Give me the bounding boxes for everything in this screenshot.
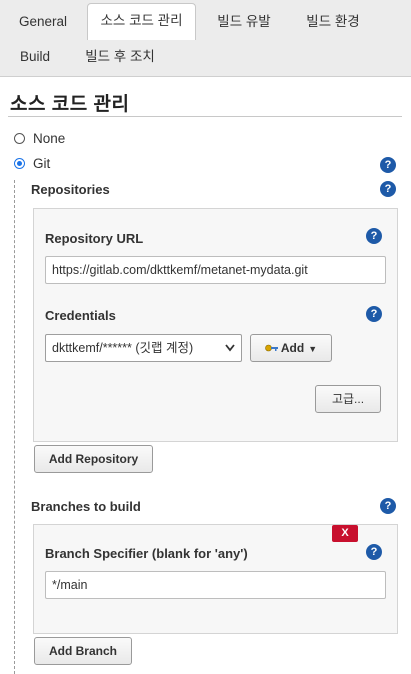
page-title: 소스 코드 관리 bbox=[10, 94, 130, 115]
section-divider bbox=[8, 116, 402, 117]
tab-post-build-actions[interactable]: 빌드 후 조치 bbox=[85, 49, 155, 64]
scm-none-radio[interactable] bbox=[14, 133, 25, 144]
repository-panel: Repository URL ? https://gitlab.com/dktt… bbox=[33, 208, 398, 442]
repositories-help-icon[interactable]: ? bbox=[380, 181, 396, 197]
branch-specifier-label: Branch Specifier (blank for 'any') bbox=[45, 546, 248, 561]
credentials-label: Credentials bbox=[45, 308, 116, 323]
scm-git-radio[interactable] bbox=[14, 158, 25, 169]
scm-git-label[interactable]: Git bbox=[33, 156, 51, 171]
tab-build-triggers[interactable]: 빌드 유발 bbox=[217, 14, 271, 29]
delete-branch-button[interactable]: X bbox=[332, 525, 358, 542]
branches-help-icon[interactable]: ? bbox=[380, 498, 396, 514]
caret-down-icon: ▼ bbox=[308, 343, 318, 354]
tab-build-environment[interactable]: 빌드 환경 bbox=[306, 14, 360, 29]
tab-source-code-management[interactable]: 소스 코드 관리 bbox=[87, 3, 196, 40]
advanced-button[interactable]: 고급... bbox=[315, 385, 381, 413]
branch-specifier-help-icon[interactable]: ? bbox=[366, 544, 382, 560]
repository-url-help-icon[interactable]: ? bbox=[366, 228, 382, 244]
credentials-selected-value: dkttkemf/****** (깃랩 계정) bbox=[52, 341, 194, 355]
credentials-help-icon[interactable]: ? bbox=[366, 306, 382, 322]
key-icon bbox=[265, 336, 279, 362]
repository-url-input[interactable]: https://gitlab.com/dkttkemf/metanet-myda… bbox=[45, 256, 386, 284]
scm-none-label[interactable]: None bbox=[33, 131, 66, 146]
repository-url-label: Repository URL bbox=[45, 231, 144, 246]
branches-to-build-label: Branches to build bbox=[31, 499, 141, 514]
add-credentials-label: Add bbox=[280, 341, 305, 355]
repositories-label: Repositories bbox=[31, 182, 110, 197]
branch-panel: Branch Specifier (blank for 'any') ? */m… bbox=[33, 524, 398, 634]
add-repository-button[interactable]: Add Repository bbox=[34, 445, 153, 473]
git-section-guide bbox=[14, 180, 15, 674]
tab-build[interactable]: Build bbox=[19, 49, 51, 64]
chevron-down-icon bbox=[225, 335, 235, 372]
credentials-select[interactable]: dkttkemf/****** (깃랩 계정) bbox=[45, 334, 242, 362]
git-help-icon[interactable]: ? bbox=[380, 157, 396, 173]
branch-specifier-input[interactable]: */main bbox=[45, 571, 386, 599]
add-credentials-button[interactable]: Add▼ bbox=[250, 334, 332, 362]
tab-general[interactable]: General bbox=[18, 14, 68, 29]
config-tab-bar: General 소스 코드 관리 빌드 유발 빌드 환경 Build 빌드 후 … bbox=[0, 0, 411, 77]
add-branch-button[interactable]: Add Branch bbox=[34, 637, 132, 665]
